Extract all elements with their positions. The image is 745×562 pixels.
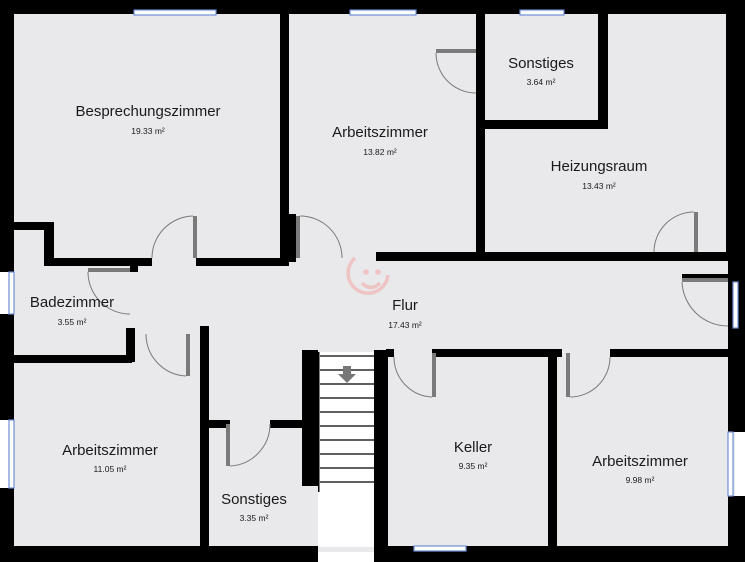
door-bad [87,268,131,315]
window-arb3 [727,431,734,497]
windows [8,9,739,552]
door-sonst1 [435,49,477,94]
room-area: 17.43 m² [388,320,422,330]
window-arb2 [8,419,15,489]
room-area: 9.35 m² [459,461,488,471]
room-badezimmer: Badezimmer 3.55 m² [30,294,114,327]
door-keller [393,353,436,398]
door-sonst2 [226,423,271,467]
room-area: 3.64 m² [527,77,556,87]
window-arb1 [349,9,417,16]
wall-bad-top [10,222,54,230]
wall-sonst1-left-top [476,10,485,54]
room-name: Sonstiges [221,491,287,508]
room-area: 13.82 m² [363,147,397,157]
room-name: Besprechungszimmer [75,103,220,120]
door-bespr [151,215,197,259]
door-flur-right [681,278,729,327]
room-name: Sonstiges [508,55,574,72]
room-arbeitszimmer-1: Arbeitszimmer 13.82 m² [332,124,428,157]
wall-bespr-bottom-b [196,258,288,266]
room-sonstiges-2: Sonstiges 3.35 m² [221,491,287,523]
room-area: 19.33 m² [131,126,165,136]
wall-outer-right-top [728,0,745,432]
staircase [302,350,388,550]
stair-left-wall [302,350,318,486]
smiley-watermark-icon [346,256,390,295]
door-heizung [653,211,698,253]
wall-sonst1-bottom [484,120,608,129]
window-bad [8,271,15,315]
wall-bad-top-right [130,262,138,272]
room-area: 13.43 m² [582,181,616,191]
room-keller: Keller 9.35 m² [454,439,492,471]
room-name: Flur [392,297,418,314]
window-bespr [133,9,217,16]
room-area: 11.05 m² [94,464,127,474]
wall-sonst1-right [598,10,608,128]
room-name: Arbeitszimmer [592,453,688,470]
wall-outer-left-mid [0,314,14,420]
room-flur: Flur 17.43 m² [388,297,422,330]
wall-bespr-bottom-a [52,258,152,266]
wall-outer-left-top [0,0,14,272]
wall-keller-top-b [432,349,562,357]
wall-bad-bottom [10,355,132,363]
room-name: Arbeitszimmer [332,124,428,141]
wall-sonst2-top [270,420,306,428]
room-arbeitszimmer-2: Arbeitszimmer 11.05 m² [62,442,158,474]
wall-arb1-left-lower [288,214,296,262]
room-labels: Besprechungszimmer 19.33 m² Arbeitszimme… [30,55,688,523]
wall-outer-bottom [0,546,318,562]
stair-right-wall [374,350,388,550]
room-name: Arbeitszimmer [62,442,158,459]
wall-arb1-bottom [376,252,728,261]
door-arb1 [296,215,343,259]
wall-arb1-right [476,10,485,260]
room-heizungsraum: Heizungsraum 13.43 m² [551,158,648,191]
room-name: Badezimmer [30,294,114,311]
door-arb3 [566,353,611,398]
wall-outer-bottom-right [374,546,745,562]
room-sonstiges-1: Sonstiges 3.64 m² [508,55,574,87]
wall-arb3-top [610,349,728,357]
stair-rail-line [318,352,320,492]
wall-bad-right [126,328,135,362]
window-sonst1 [519,9,565,16]
wall-bespr-inner-left [44,222,54,266]
wall-outer-left-bot [0,488,14,562]
room-arbeitszimmer-3: Arbeitszimmer 9.98 m² [592,453,688,485]
wall-keller-right [548,349,557,549]
room-area: 3.35 m² [240,513,269,523]
room-area: 9.98 m² [626,475,655,485]
wall-sonst2-top-left [206,420,230,428]
room-area: 3.55 m² [58,317,87,327]
room-name: Keller [454,439,492,456]
room-name: Heizungsraum [551,158,648,175]
window-keller [413,545,467,552]
window-flur-right [732,281,739,329]
wall-keller-top-a [386,349,394,357]
door-arb2 [145,333,190,377]
wall-outer-right-bot [728,496,745,562]
wall-heizung-right [726,10,732,260]
stair-arrow-icon [338,366,356,383]
room-besprechungszimmer: Besprechungszimmer 19.33 m² [75,103,220,136]
wall-arb2-right [200,326,209,552]
doors [87,49,729,467]
wall-bespr-right [280,10,289,266]
